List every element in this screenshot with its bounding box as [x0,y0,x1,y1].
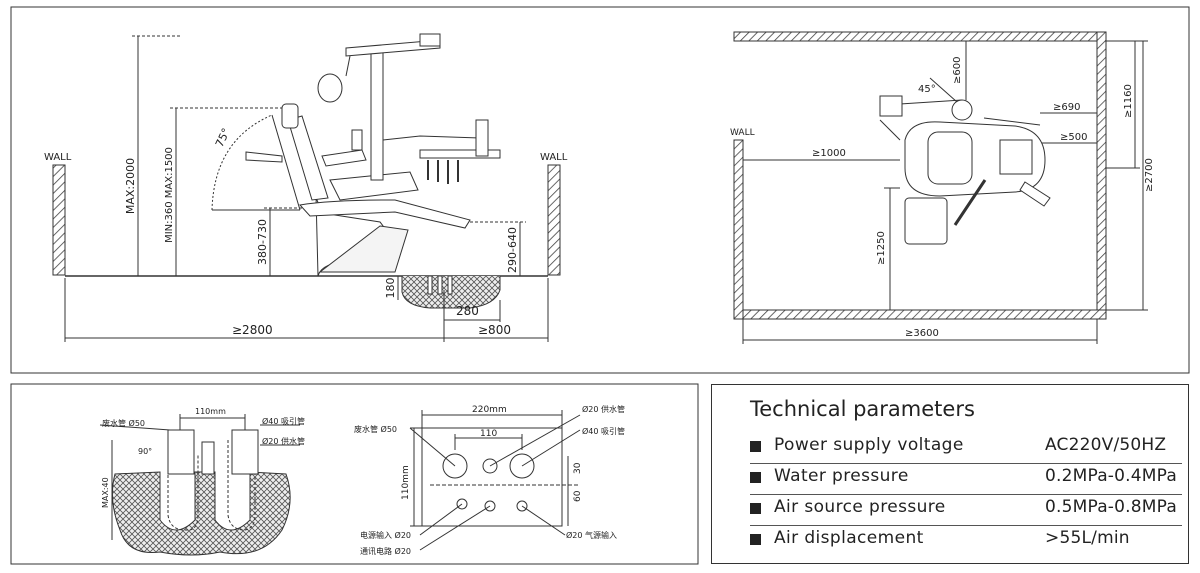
param-value: 0.5MPa-0.8MPa [1045,497,1177,517]
plan-d-1000-label: ≥1000 [812,148,846,159]
param-value: 0.2MPa-0.4MPa [1045,466,1177,486]
top-panel-frame [10,6,1190,374]
plan-d-690-label: ≥690 [1053,102,1080,113]
width-2800-label: ≥2800 [232,323,273,337]
left-suction-pipe-label: Ø40 吸引管 [262,416,305,426]
center-power-input-label: 电源输入 Ø20 [360,530,411,540]
center-suction-pipe-label: Ø40 吸引管 [582,426,625,436]
outlet-layout-plan [409,410,581,551]
bullet-square-icon [750,503,761,514]
left-width-110mm-label: 110mm [195,407,226,416]
param-value: AC220V/50HZ [1045,435,1167,455]
plan-angle-45-label: 45° [918,84,936,95]
left-angle-90-label: 90° [138,447,152,456]
param-label: Air displacement [774,528,924,548]
min-max-height-label: MIN:360 MAX:1500 [164,147,175,243]
left-max-40-label: MAX:40 [101,477,110,508]
left-supply-pipe-label: Ø20 供水管 [262,436,305,446]
center-comm-circuit-label: 通讯电路 Ø20 [360,546,411,556]
wall-left-label: WALL [44,152,72,163]
technical-parameters-panel: Technical parameters Power supply voltag… [711,384,1189,564]
center-air-input-label: Ø20 气源输入 [566,530,617,540]
param-row-air-displacement: Air displacement >55L/min [750,526,1182,556]
bullet-square-icon [750,472,761,483]
plan-d-500-label: ≥500 [1060,132,1087,143]
param-row-air-pressure: Air source pressure 0.5MPa-0.8MPa [750,495,1182,526]
plan-d-1250-label: ≥1250 [876,231,887,265]
param-row-power: Power supply voltage AC220V/50HZ [750,433,1182,464]
center-waste-pipe-label: 废水管 Ø50 [354,424,397,434]
bullet-square-icon [750,534,761,545]
side-elevation-view [52,33,561,342]
height-380-730-label: 380-730 [256,219,269,265]
max-2000-label: MAX:2000 [124,158,137,214]
angle-75-label: 75° [213,126,233,149]
pipe-cross-section [99,414,300,556]
plan-d-2700-label: ≥2700 [1144,158,1155,192]
wall-left-shape [52,164,66,276]
center-height-110mm-label: 110mm [401,465,411,500]
width-280-label: 280 [456,304,479,318]
wall-right-shape [547,164,561,276]
param-label: Water pressure [774,466,909,486]
bottom-panel-frame [10,383,699,565]
param-row-water: Water pressure 0.2MPa-0.4MPa [750,464,1182,495]
height-290-640-label: 290-640 [506,227,519,273]
plan-d-600-label: ≥600 [952,57,963,84]
left-waste-pipe-label: 废水管 Ø50 [102,418,145,428]
plan-view [733,31,1148,344]
center-width-220mm-label: 220mm [472,405,507,415]
plan-d-3600-label: ≥3600 [905,328,939,339]
width-800-label: ≥800 [478,323,511,337]
plan-d-1160-label: ≥1160 [1123,84,1134,118]
center-supply-pipe-label: Ø20 供水管 [582,404,625,414]
center-height-30-label: 30 [573,462,583,474]
param-label: Air source pressure [774,497,946,517]
wall-right-label: WALL [540,152,568,163]
plan-wall-label: WALL [730,128,755,138]
depth-180-label: 180 [384,278,397,299]
param-value: >55L/min [1045,528,1130,548]
technical-parameters-title: Technical parameters [750,397,975,421]
param-label: Power supply voltage [774,435,964,455]
bullet-square-icon [750,441,761,452]
center-height-60-label: 60 [573,490,583,502]
center-width-110-label: 110 [480,429,497,439]
